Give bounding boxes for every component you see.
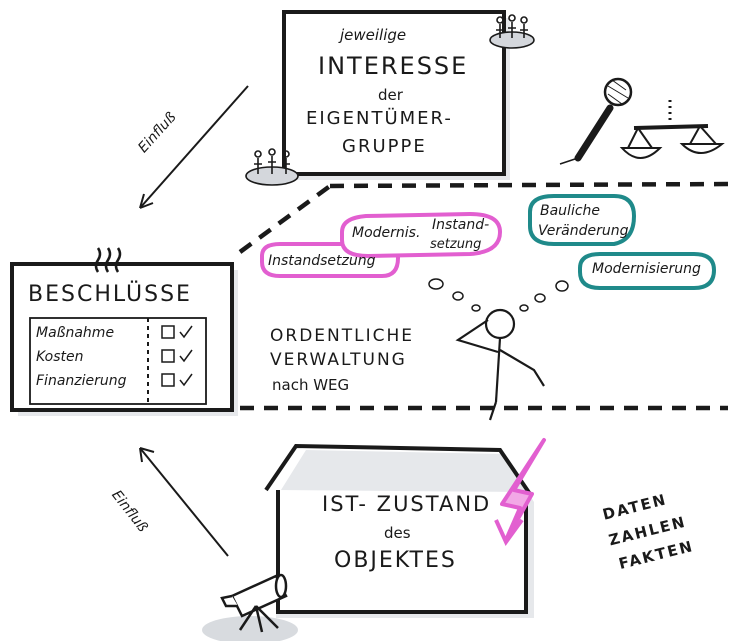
- people-group-icon: [489, 14, 535, 49]
- thought-dots: [428, 278, 569, 312]
- management-area: [238, 181, 729, 411]
- influence-arrow-top: [139, 85, 249, 209]
- interests-line-1: jeweilige: [340, 26, 407, 44]
- object-line-1: IST- ZUSTAND: [322, 492, 492, 516]
- people-group-icon: [245, 148, 299, 186]
- bubble-teal-modernisierung: Modernisierung: [592, 261, 701, 277]
- interests-line-5: GRUPPE: [342, 136, 427, 157]
- bubble-teal-veraenderung: Veränderung: [538, 223, 629, 239]
- bubble-pink-instandsetzung: Instandsetzung: [268, 253, 376, 269]
- decision-row-label: Maßnahme: [36, 325, 115, 341]
- lightning-icon: [494, 438, 546, 546]
- interests-line-3: der: [378, 86, 403, 104]
- pink-thought-bubbles: [260, 211, 503, 278]
- bubble-pink-modernis: Modernis.: [352, 225, 421, 241]
- scales-icon: [619, 100, 725, 159]
- heat-icon: [94, 247, 122, 273]
- decision-row-label: Finanzierung: [36, 373, 127, 389]
- object-house: [264, 443, 534, 618]
- bubble-teal-bauliche: Bauliche: [540, 203, 601, 219]
- object-line-2: des: [384, 524, 411, 542]
- management-line-2: VERWALTUNG: [270, 350, 407, 370]
- thinking-person-icon: [455, 308, 545, 421]
- interests-line-4: EIGENTÜMER-: [306, 108, 453, 129]
- interests-box: [282, 10, 510, 180]
- management-line-3: nach WEG: [272, 376, 350, 394]
- checkbox: [161, 325, 193, 387]
- decisions-box: [10, 262, 238, 416]
- teal-thought-bubbles: [528, 194, 717, 290]
- influence-arrow-bottom: [139, 447, 229, 557]
- decisions-title: BESCHLÜSSE: [28, 282, 192, 307]
- management-line-1: ORDENTLICHE: [270, 326, 415, 346]
- microphone-icon: [559, 77, 633, 165]
- bubble-pink-setzung: setzung: [430, 237, 482, 252]
- decision-row-label: Kosten: [36, 349, 84, 365]
- bubble-pink-instand: Instand-: [432, 217, 490, 233]
- telescope-icon: [202, 573, 298, 641]
- interests-line-2: INTERESSE: [318, 52, 469, 80]
- object-line-3: OBJEKTES: [334, 548, 457, 573]
